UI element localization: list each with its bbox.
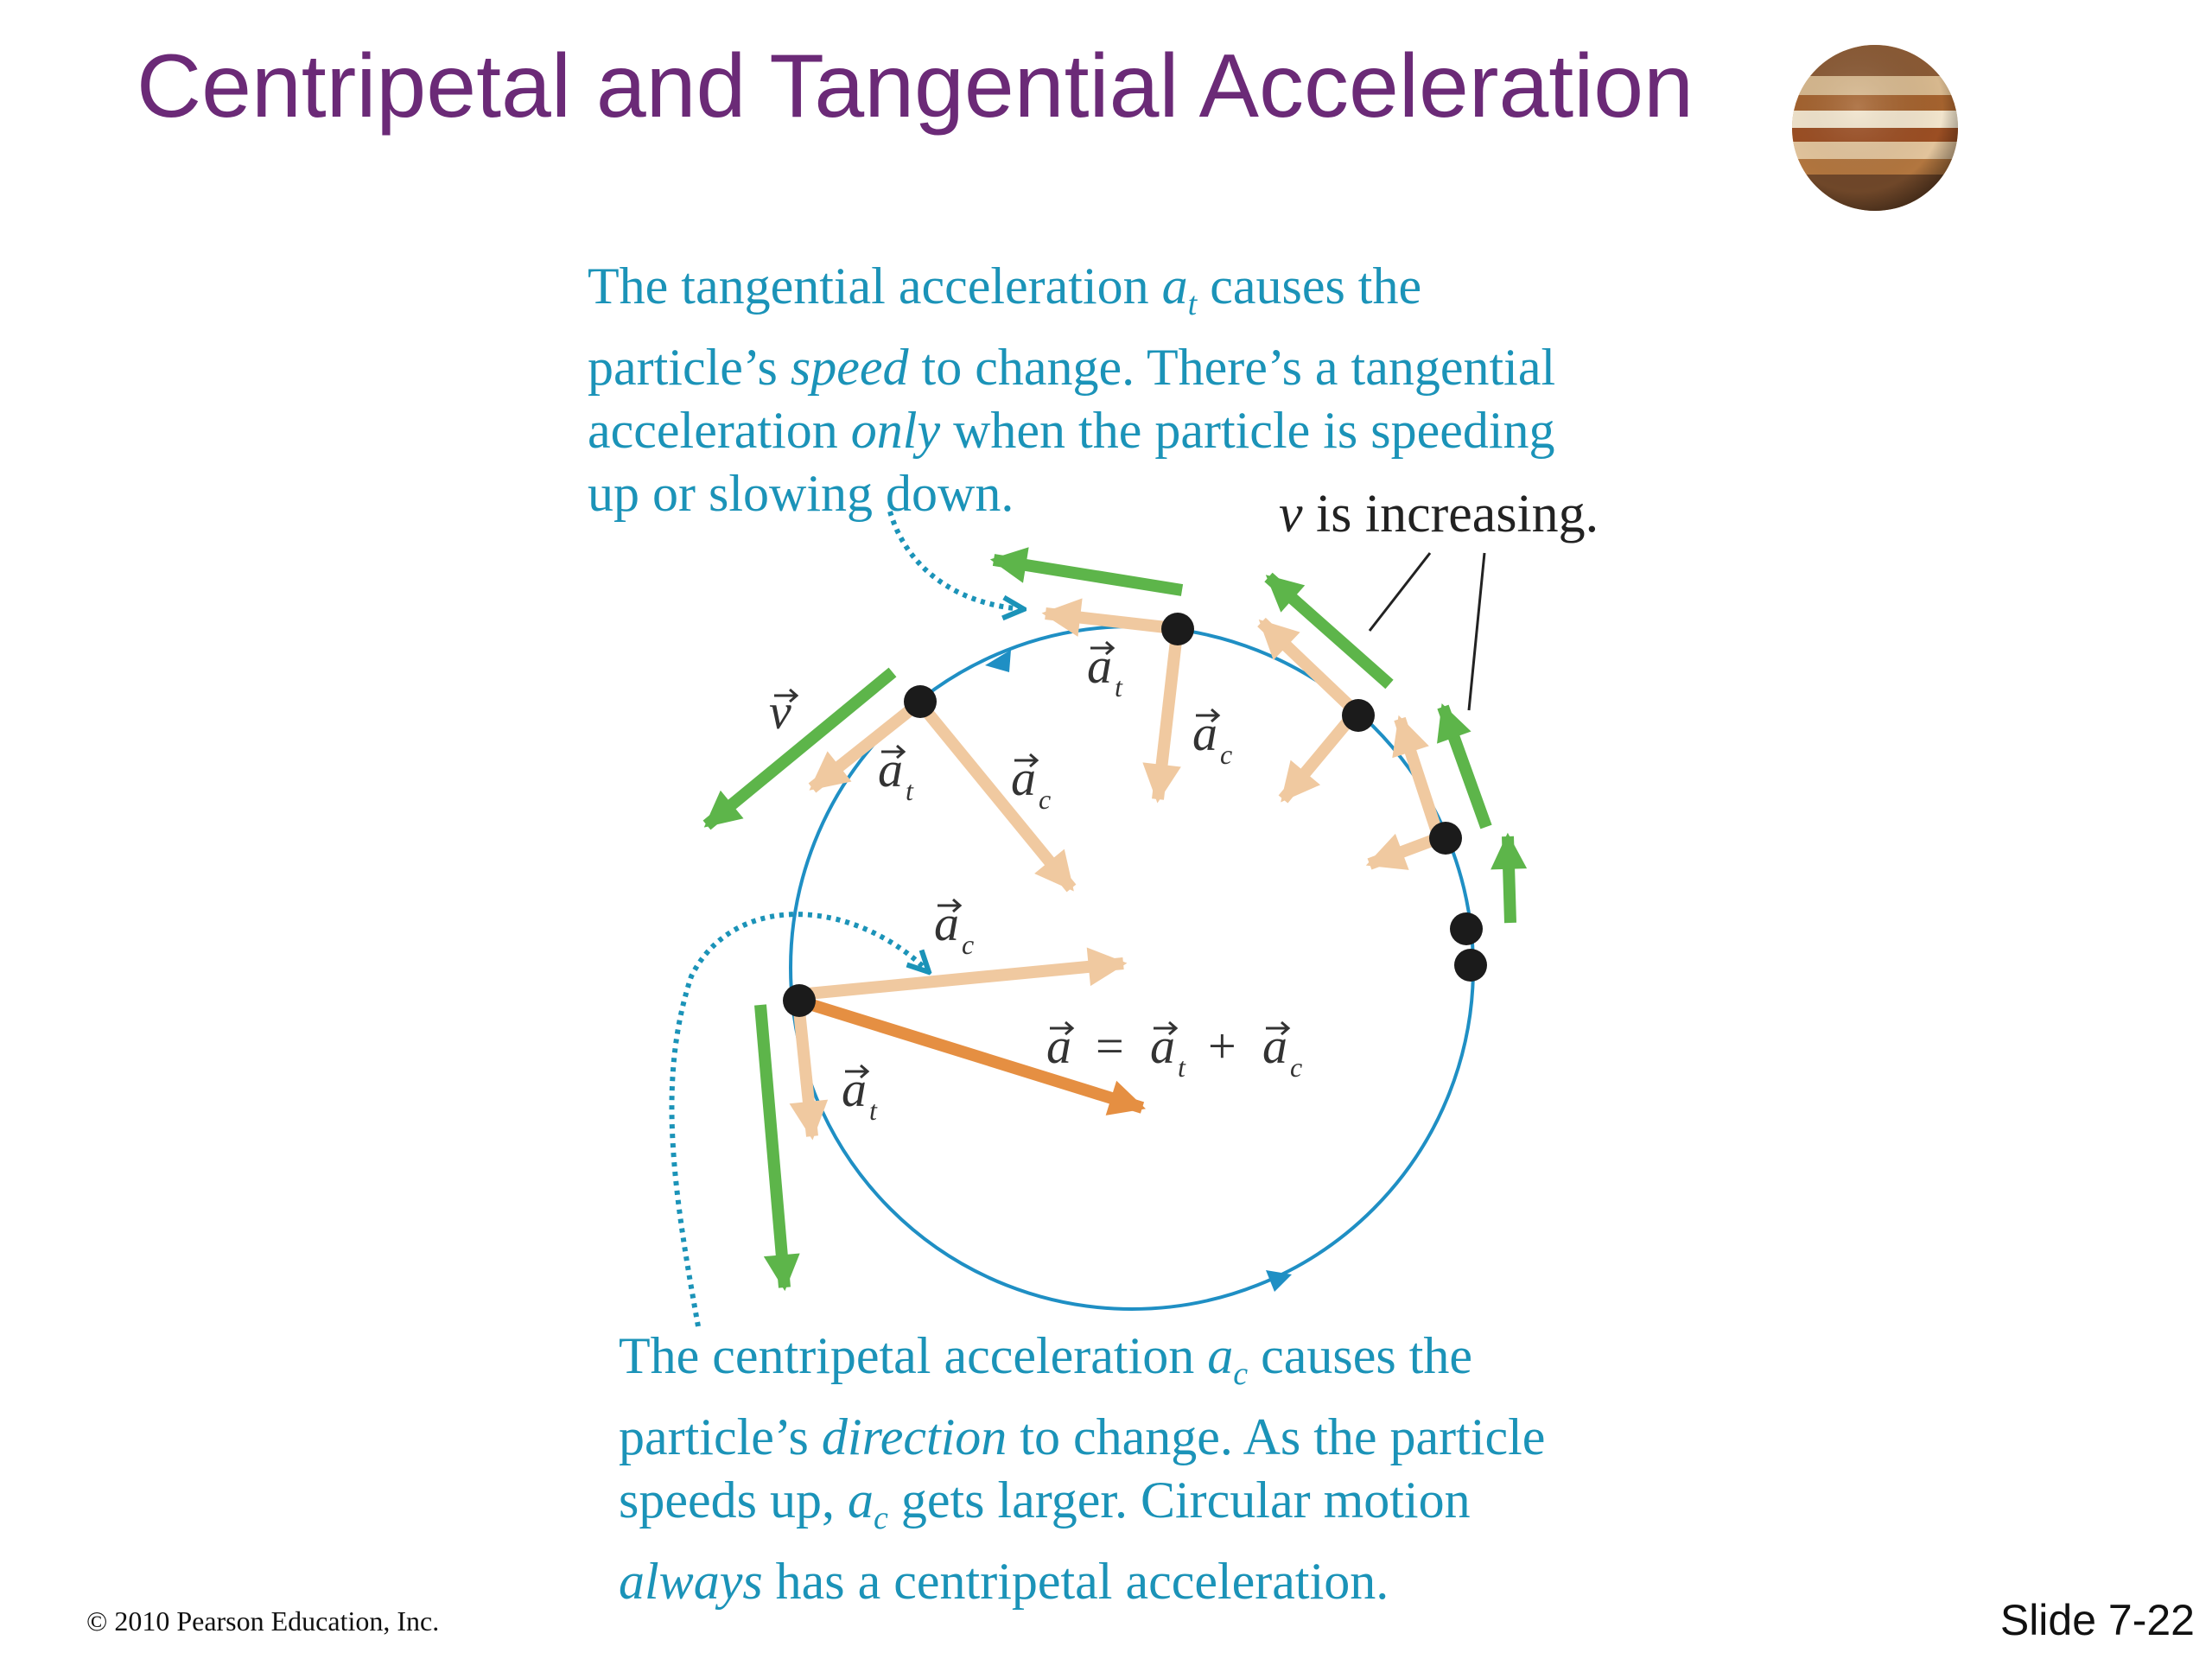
tangential-acceleration-vector bbox=[789, 1010, 829, 1141]
label-a-c: a bbox=[1011, 750, 1036, 806]
velocity-vector bbox=[1264, 572, 1394, 690]
svg-text:c: c bbox=[1290, 1052, 1302, 1083]
pointer-line bbox=[1368, 552, 1432, 632]
svg-text:=: = bbox=[1096, 1018, 1124, 1074]
centripetal-acceleration-vector bbox=[918, 702, 1077, 893]
label-sub-t: t bbox=[1115, 671, 1123, 702]
svg-text:a: a bbox=[1150, 1018, 1175, 1074]
label-sub-c: c bbox=[1220, 739, 1232, 770]
label-sub-t: t bbox=[906, 775, 914, 806]
slide-number: Slide 7-22 bbox=[1999, 1596, 2195, 1644]
label-sub-c: c bbox=[1039, 784, 1051, 815]
net-acceleration-vector bbox=[801, 996, 1147, 1116]
particle bbox=[904, 685, 937, 718]
label-v: v bbox=[769, 683, 791, 740]
centripetal-caption: The centripetal acceleration ac causes t… bbox=[619, 1327, 1546, 1610]
direction-arrowhead-bottom bbox=[1266, 1270, 1292, 1292]
velocity-vector bbox=[1437, 703, 1492, 830]
v-increasing-label: v is increasing. bbox=[1279, 485, 1599, 543]
centripetal-acceleration-vector bbox=[807, 947, 1128, 1000]
particle bbox=[1454, 949, 1487, 982]
svg-text:a: a bbox=[1046, 1018, 1071, 1074]
label-sub-t: t bbox=[869, 1095, 878, 1126]
velocity-vector bbox=[1491, 832, 1528, 924]
label-a-t: a bbox=[842, 1061, 867, 1117]
velocity-vector bbox=[702, 667, 897, 830]
particle bbox=[1161, 613, 1194, 645]
label-sub-c: c bbox=[962, 929, 974, 960]
label-a-c: a bbox=[934, 895, 959, 951]
jupiter-icon bbox=[1792, 45, 1958, 211]
tangential-caption: The tangential acceleration at causes th… bbox=[588, 257, 1556, 522]
pointer-line bbox=[1467, 552, 1486, 711]
vector-labels bbox=[774, 640, 1291, 1079]
label-a-t: a bbox=[1087, 638, 1112, 694]
acceleration-components bbox=[789, 598, 1442, 1141]
direction-arrowhead-top bbox=[985, 650, 1011, 672]
tangential-leader-line bbox=[887, 511, 1024, 609]
particle bbox=[1429, 822, 1462, 855]
centripetal-leader-line bbox=[669, 912, 929, 1327]
tangential-acceleration-vector bbox=[1392, 715, 1442, 832]
svg-text:+: + bbox=[1208, 1018, 1236, 1074]
copyright-notice: © 2010 Pearson Education, Inc. bbox=[86, 1605, 440, 1637]
particle bbox=[1342, 699, 1375, 732]
centripetal-acceleration-vector bbox=[1278, 717, 1353, 804]
label-a-c: a bbox=[1192, 705, 1217, 761]
slide-title: Centripetal and Tangential Acceleration bbox=[137, 36, 1694, 137]
svg-text:t: t bbox=[1178, 1052, 1186, 1083]
tangential-acceleration-vector bbox=[808, 699, 922, 793]
caption-vector-a-c: ac bbox=[1207, 1327, 1249, 1392]
caption-vector-a-t: at bbox=[1161, 257, 1198, 322]
tangential-acceleration-vector bbox=[1257, 617, 1357, 714]
velocity-vector bbox=[754, 1004, 800, 1292]
tangential-acceleration-vector bbox=[1041, 598, 1174, 637]
velocity-vector bbox=[989, 547, 1184, 596]
particle bbox=[1450, 912, 1483, 945]
particle bbox=[783, 984, 816, 1017]
net-acceleration-equation: a = a t + a c bbox=[1046, 1018, 1302, 1083]
label-a-t: a bbox=[878, 741, 903, 798]
centripetal-acceleration-vector bbox=[1365, 832, 1441, 870]
centripetal-acceleration-vector bbox=[1142, 632, 1183, 804]
svg-text:a: a bbox=[1262, 1018, 1287, 1074]
